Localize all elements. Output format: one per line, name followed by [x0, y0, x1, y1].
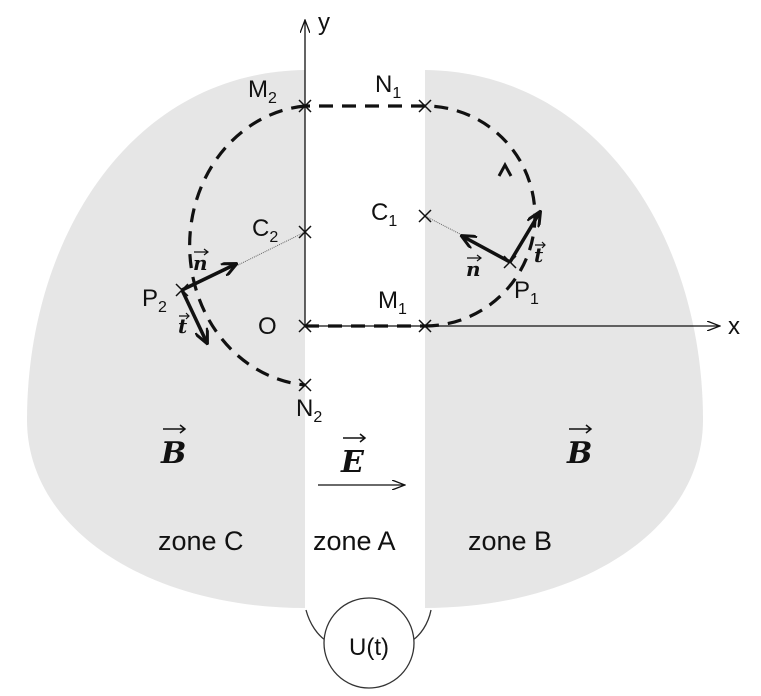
marker-m2	[298, 99, 312, 113]
marker-m1	[418, 319, 432, 333]
marker-o	[298, 319, 312, 333]
zone-b-label: zone B	[468, 526, 552, 556]
vector-n-label-p1: n	[466, 254, 482, 281]
vector-t-p2	[180, 289, 207, 343]
vector-n-p2	[181, 264, 236, 292]
vector-n-label-p2: n	[193, 248, 209, 275]
direction-arrow	[497, 161, 513, 177]
label-n1: N1	[375, 71, 401, 102]
voltage-label: U(t)	[349, 634, 389, 661]
voltage-source: U(t)	[305, 597, 432, 689]
vector-t-label-p1: t	[534, 241, 546, 267]
label-p1: P1	[514, 277, 539, 308]
svg-text:n: n	[466, 257, 481, 281]
zone-a-label: zone A	[313, 526, 396, 556]
x-axis-label: x	[728, 313, 740, 340]
radius-c1-p1	[424, 215, 461, 235]
field-b-left: B	[160, 424, 186, 471]
marker-c1	[418, 209, 432, 223]
label-c1: C1	[371, 199, 397, 230]
label-m1: M1	[378, 287, 407, 318]
marker-c2	[298, 225, 312, 239]
svg-text:t: t	[534, 243, 544, 267]
svg-text:n: n	[193, 251, 208, 275]
vector-t-p1	[508, 212, 540, 263]
svg-text:t: t	[178, 314, 188, 338]
vector-n-p1	[462, 236, 511, 264]
vector-t-label-p2: t	[178, 312, 190, 338]
radius-c2-p2	[235, 231, 306, 267]
label-n2: N2	[296, 395, 322, 426]
marker-n1	[418, 99, 432, 113]
label-m2: M2	[248, 76, 277, 107]
dee-right-zone-b	[425, 70, 703, 608]
zone-c-label: zone C	[158, 526, 244, 556]
y-axis-label: y	[318, 9, 330, 36]
marker-n2	[298, 378, 312, 392]
origin-label: O	[258, 313, 277, 340]
field-b-right: B	[566, 424, 592, 471]
dee-left-zone-c	[27, 70, 305, 608]
label-c2: C2	[252, 215, 278, 246]
label-p2: P2	[142, 285, 167, 316]
svg-text:B: B	[160, 436, 186, 471]
svg-text:E: E	[340, 445, 365, 480]
svg-text:B: B	[566, 436, 592, 471]
field-e: E	[318, 433, 405, 485]
